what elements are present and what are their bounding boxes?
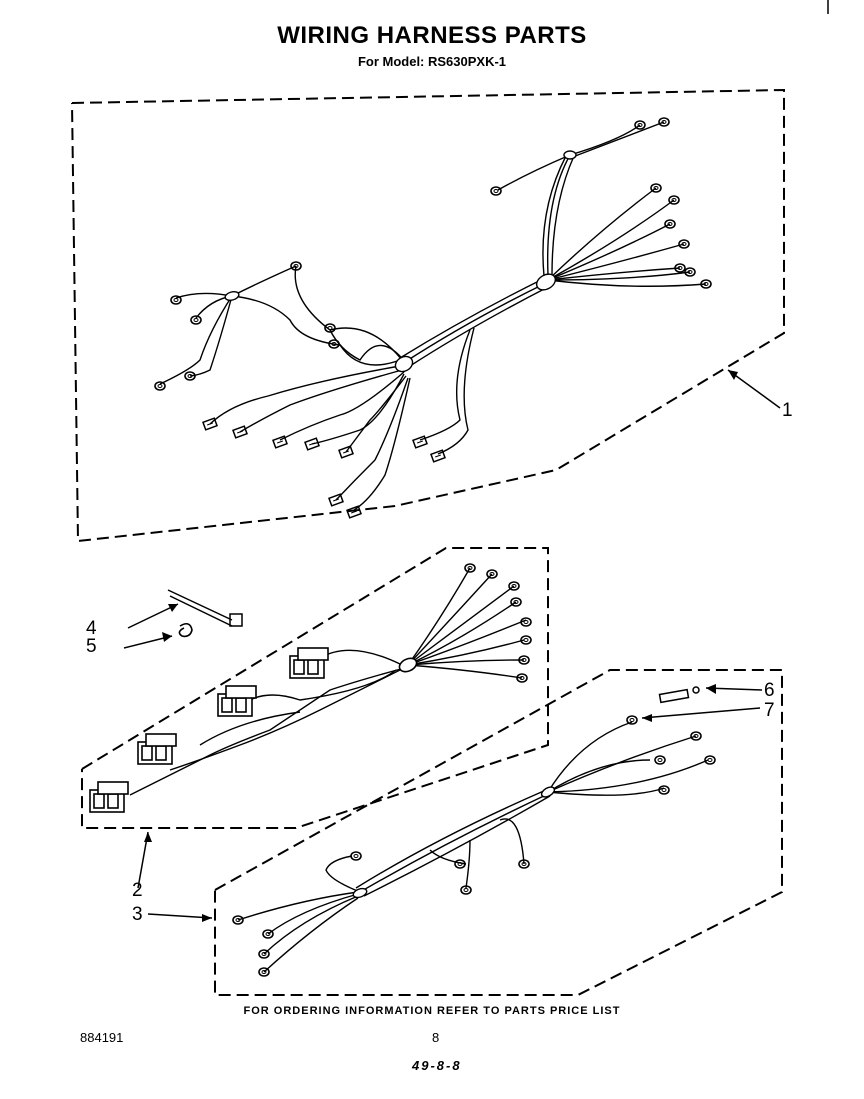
clip-part-5 [178,622,193,638]
page-title: WIRING HARNESS PARTS [277,22,587,49]
callout-5: 5 [86,636,97,657]
harness-1-terminals [154,117,712,519]
page-number: 8 [432,1030,440,1045]
callout-1: 1 [782,400,793,421]
panel-harness-3 [214,669,783,996]
harness-2-terminals [464,563,532,683]
callout-3: 3 [132,904,143,925]
model-subtitle: For Model: RS630PXK-1 [357,54,507,69]
harness-3 [237,721,709,973]
leader-arrowheads [144,370,738,922]
harness-3-splices [352,786,556,899]
panel-harness-2 [81,547,549,829]
handwritten-note: 49-8-8 [412,1058,462,1073]
panel-harness-1 [71,88,785,543]
callout-4: 4 [86,618,97,639]
leader-lines [123,369,781,919]
ordering-note: FOR ORDERING INFORMATION REFER TO PARTS … [243,1005,621,1017]
harness-1-splices [224,150,577,373]
callout-7: 7 [764,700,775,721]
harness-1 [159,121,707,511]
callout-6: 6 [764,680,775,701]
harness-2 [129,567,527,796]
cable-tie-part-4 [167,589,243,627]
terminal-part-6 [658,686,700,704]
document-number: 884191 [80,1030,124,1045]
callout-2: 2 [132,880,143,901]
harness-2-connectors [89,647,418,813]
